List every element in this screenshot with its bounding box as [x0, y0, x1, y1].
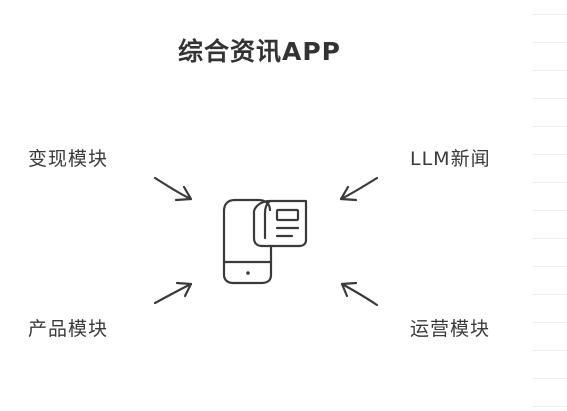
rule-line	[533, 42, 567, 43]
rule-line	[533, 70, 567, 71]
rule-line	[533, 266, 567, 267]
module-label-llm-news: LLM新闻	[410, 148, 491, 170]
module-label-monetization: 变现模块	[28, 148, 109, 170]
rule-line	[533, 294, 567, 295]
rule-line	[533, 182, 567, 183]
rule-line	[533, 350, 567, 351]
module-label-product: 产品模块	[28, 318, 109, 340]
rule-line	[533, 322, 567, 323]
rule-line	[533, 406, 567, 407]
mobile-news-icon	[222, 198, 308, 285]
rule-line	[533, 378, 567, 379]
diagram-title: 综合资讯APP	[178, 37, 341, 66]
arrow-bottom-left	[153, 281, 193, 305]
rule-line	[533, 126, 567, 127]
module-label-operations: 运营模块	[410, 318, 491, 340]
arrow-top-right	[339, 176, 379, 202]
right-edge-rules	[527, 0, 567, 411]
arrow-bottom-right	[340, 281, 379, 307]
rule-line	[533, 210, 567, 211]
rule-line	[533, 98, 567, 99]
rule-line	[533, 238, 567, 239]
arrow-top-left	[153, 176, 193, 202]
rule-line	[533, 14, 567, 15]
rule-line	[533, 154, 567, 155]
